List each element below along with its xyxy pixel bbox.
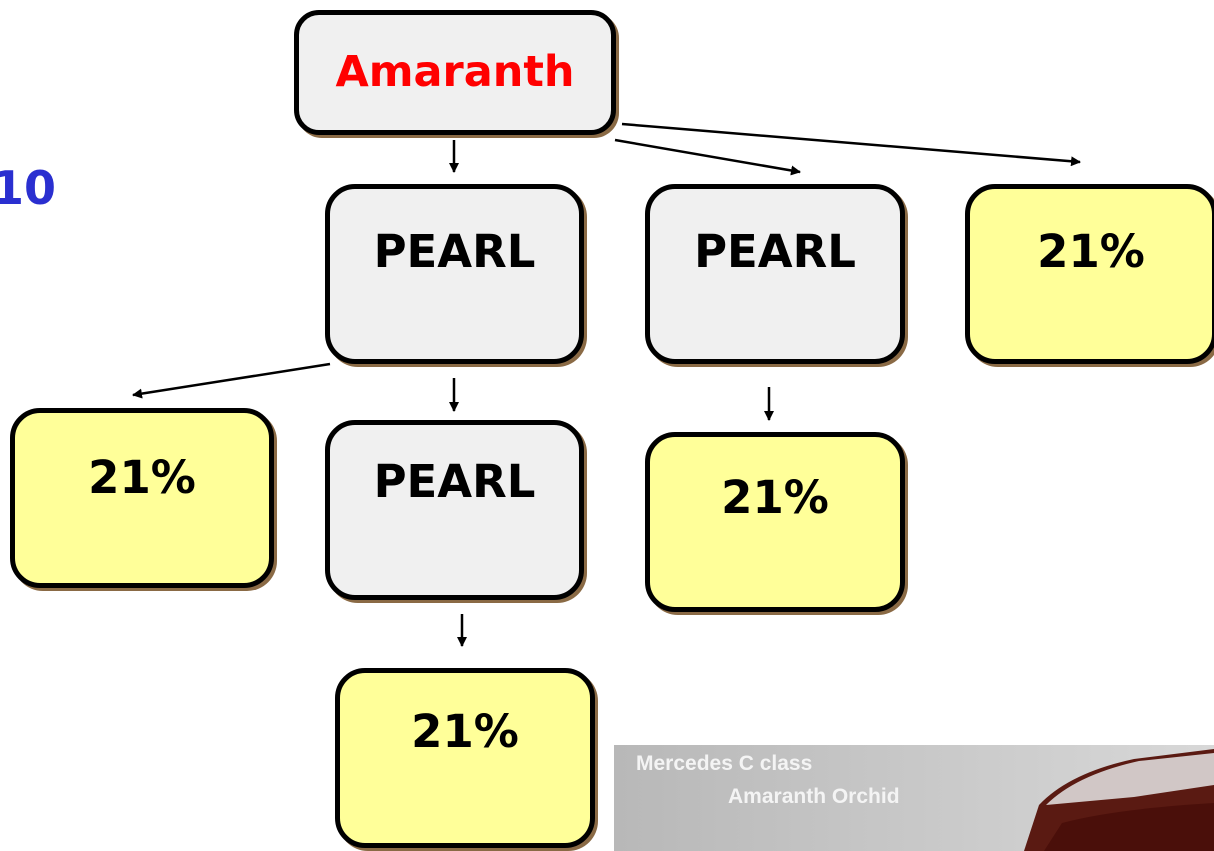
pearl-node-middle: PEARL	[325, 420, 584, 600]
node-label: PEARL	[373, 455, 536, 508]
node-label: 21%	[721, 471, 829, 524]
car-photo: Mercedes C class Amaranth Orchid	[614, 745, 1214, 851]
percent-node-bottom: 21%	[335, 668, 595, 848]
node-label: 21%	[1037, 225, 1145, 278]
side-number: 10	[0, 161, 57, 215]
node-label: PEARL	[373, 225, 536, 278]
percent-node-left: 21%	[10, 408, 274, 588]
arrow-pearl-1-to-pct-left	[132, 362, 331, 399]
percent-node-middle: 21%	[645, 432, 905, 612]
node-label: 21%	[411, 705, 519, 758]
pearl-node-top-middle: PEARL	[645, 184, 905, 364]
car-illustration	[614, 745, 1214, 851]
percent-node-top-right: 21%	[965, 184, 1214, 364]
pearl-node-top-left: PEARL	[325, 184, 584, 364]
root-node: Amaranth	[294, 10, 616, 135]
arrow-root-to-pct-right	[621, 122, 1081, 167]
photo-caption-line1: Mercedes C class	[636, 752, 813, 775]
arrow-root-to-pearl-2	[614, 138, 801, 176]
node-label: PEARL	[694, 225, 856, 278]
photo-caption-line2: Amaranth Orchid	[728, 785, 900, 808]
node-label: 21%	[88, 451, 196, 504]
root-label: Amaranth	[335, 47, 575, 97]
